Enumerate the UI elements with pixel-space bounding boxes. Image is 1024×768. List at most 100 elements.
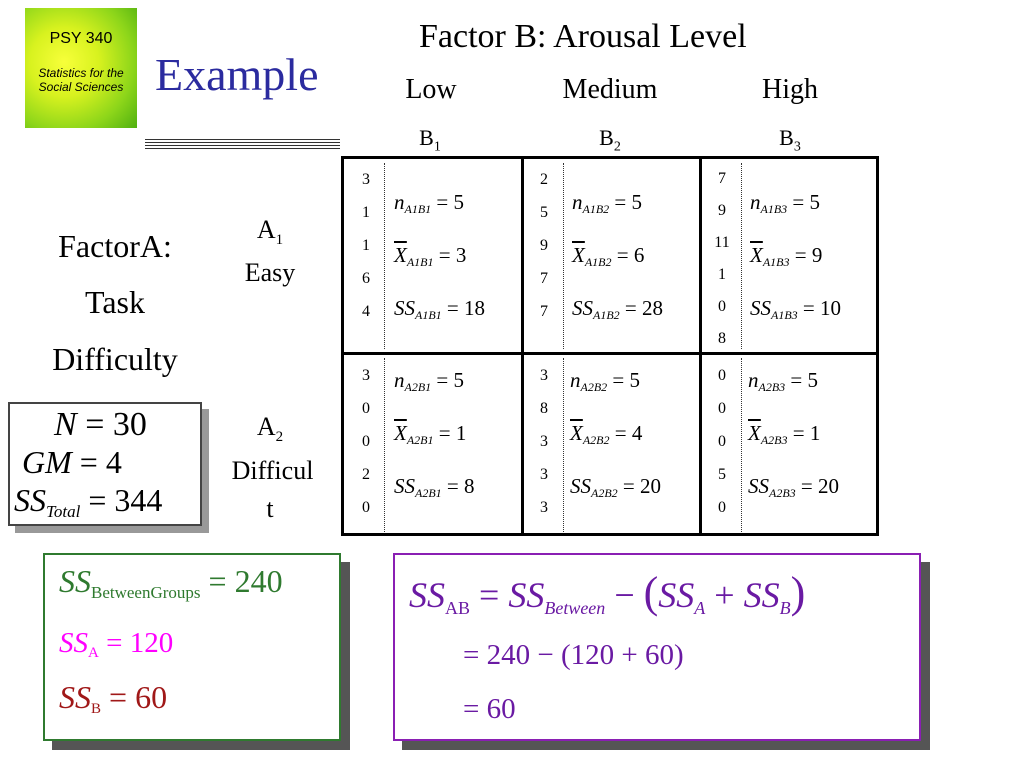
score: 8 xyxy=(540,400,548,417)
dotted-separator xyxy=(384,358,385,532)
level-b1: B1 xyxy=(419,125,441,155)
ss-b: SSB = 60 xyxy=(59,679,168,717)
level-high: High xyxy=(762,74,818,105)
dotted-separator xyxy=(563,358,564,532)
data-table: 3 1 1 6 4 nA1B1 = 5 XA1B1 = 3 SSA1B1 = 1… xyxy=(341,156,879,536)
score: 7 xyxy=(540,303,548,320)
ss-a2b1: SSA2B1 = 8 xyxy=(394,474,475,500)
mean-a2b1: XA2B1 = 1 xyxy=(394,421,467,447)
total-n: N = 30 xyxy=(54,406,147,443)
dotted-separator xyxy=(741,358,742,532)
stats-a1b1: nA1B1 = 5 XA1B1 = 3 SSA1B1 = 18 xyxy=(394,179,485,338)
interaction-formula-box: SSAB = SSBetween − (SSA + SSB) = 240 − (… xyxy=(393,553,921,741)
row-a2-name: Difficul xyxy=(231,456,314,485)
formula-line1: SSAB = SSBetween − (SSA + SSB) xyxy=(409,568,806,618)
score: 7 xyxy=(718,170,726,187)
stats-a2b2: nA2B2 = 5 XA2B2 = 4 SSA2B2 = 20 xyxy=(570,357,661,516)
n-a2b2: nA2B2 = 5 xyxy=(570,368,641,394)
between-groups-box: SSBetweenGroups = 240 SSA = 120 SSB = 60 xyxy=(43,553,341,741)
formula-line2: = 240 − (120 + 60) xyxy=(463,639,684,671)
slide-title: Example xyxy=(155,49,319,100)
factor-a-label-line2: Task xyxy=(85,284,145,320)
ss-a1b1: SSA1B1 = 18 xyxy=(394,296,486,322)
score: 2 xyxy=(362,466,370,483)
ss-total: SSTotal = 344 xyxy=(14,482,163,521)
title-rule xyxy=(145,139,340,150)
column-divider xyxy=(521,159,524,533)
dotted-separator xyxy=(563,163,564,349)
score: 3 xyxy=(540,433,548,450)
score: 9 xyxy=(540,237,548,254)
course-subtitle-line1: Statistics for the xyxy=(38,66,124,80)
score: 0 xyxy=(718,367,726,384)
course-code: PSY 340 xyxy=(49,30,113,47)
score: 0 xyxy=(718,400,726,417)
column-divider xyxy=(699,159,702,533)
score: 11 xyxy=(714,234,730,251)
score: 8 xyxy=(718,330,726,347)
ss-a1b3: SSA1B3 = 10 xyxy=(750,296,842,322)
score: 9 xyxy=(718,202,726,219)
ss-a2b2: SSA2B2 = 20 xyxy=(570,474,662,500)
factor-a-label-line3: Difficulty xyxy=(52,341,178,377)
mean-a2b3: XA2B3 = 1 xyxy=(748,421,821,447)
row-a2-symbol: A2 xyxy=(256,412,284,446)
stats-a1b3: nA1B3 = 5 XA1B3 = 9 SSA1B3 = 10 xyxy=(750,179,841,338)
dotted-separator xyxy=(384,163,385,349)
ss-a2b3: SSA2B3 = 20 xyxy=(748,474,840,500)
row-divider xyxy=(344,352,876,355)
score: 3 xyxy=(540,499,548,516)
score: 6 xyxy=(362,270,370,287)
level-low: Low xyxy=(405,74,457,105)
score: 5 xyxy=(540,204,548,221)
row-a2-name-cont: t xyxy=(266,494,274,523)
score: 2 xyxy=(540,171,548,188)
score: 4 xyxy=(362,303,370,320)
ss-between-groups: SSBetweenGroups = 240 xyxy=(59,563,283,602)
score: 3 xyxy=(362,367,370,384)
factor-a-label-line1: FactorA: xyxy=(58,228,172,264)
grand-mean: GM = 4 xyxy=(22,444,122,480)
score: 0 xyxy=(362,400,370,417)
score: 5 xyxy=(718,466,726,483)
score: 0 xyxy=(718,433,726,450)
score: 1 xyxy=(362,237,370,254)
mean-a2b2: XA2B2 = 4 xyxy=(570,421,643,447)
scores-a1b1: 3 1 1 6 4 xyxy=(351,163,381,328)
score: 7 xyxy=(540,270,548,287)
course-logo: PSY 340 Statistics for the Social Scienc… xyxy=(25,8,137,128)
factor-b-label: Factor B: Arousal Level xyxy=(419,18,747,55)
level-b2: B2 xyxy=(599,125,621,155)
ss-a: SSA = 120 xyxy=(59,627,174,661)
score: 0 xyxy=(362,433,370,450)
n-a1b3: nA1B3 = 5 xyxy=(750,190,821,216)
stats-a2b3: nA2B3 = 5 XA2B3 = 1 SSA2B3 = 20 xyxy=(748,357,839,516)
row-a1-name: Easy xyxy=(244,258,296,287)
scores-a2b2: 3 8 3 3 3 xyxy=(529,359,559,524)
dotted-separator xyxy=(741,163,742,349)
mean-a1b3: XA1B3 = 9 xyxy=(750,243,823,269)
score: 0 xyxy=(718,499,726,516)
score: 1 xyxy=(718,266,726,283)
score: 3 xyxy=(540,367,548,384)
totals-box: N = 30 GM = 4 SSTotal = 344 xyxy=(8,402,202,526)
formula-line3: = 60 xyxy=(463,693,516,725)
stats-a2b1: nA2B1 = 5 XA2B1 = 1 SSA2B1 = 8 xyxy=(394,357,475,516)
course-subtitle: Statistics for the Social Sciences xyxy=(25,66,137,94)
scores-a2b1: 3 0 0 2 0 xyxy=(351,359,381,524)
scores-a2b3: 0 0 0 5 0 xyxy=(707,359,737,524)
level-medium: Medium xyxy=(562,74,658,105)
n-a1b2: nA1B2 = 5 xyxy=(572,190,643,216)
score: 3 xyxy=(540,466,548,483)
course-subtitle-line2: Social Sciences xyxy=(38,80,124,94)
mean-a1b1: XA1B1 = 3 xyxy=(394,243,467,269)
score: 1 xyxy=(362,204,370,221)
score: 0 xyxy=(718,298,726,315)
n-a1b1: nA1B1 = 5 xyxy=(394,190,465,216)
stats-a1b2: nA1B2 = 5 XA1B2 = 6 SSA1B2 = 28 xyxy=(572,179,663,338)
level-b3: B3 xyxy=(779,125,801,155)
scores-a1b2: 2 5 9 7 7 xyxy=(529,163,559,328)
n-a2b1: nA2B1 = 5 xyxy=(394,368,465,394)
ss-a1b2: SSA1B2 = 28 xyxy=(572,296,664,322)
scores-a1b3: 7 9 11 1 0 8 xyxy=(707,163,737,355)
